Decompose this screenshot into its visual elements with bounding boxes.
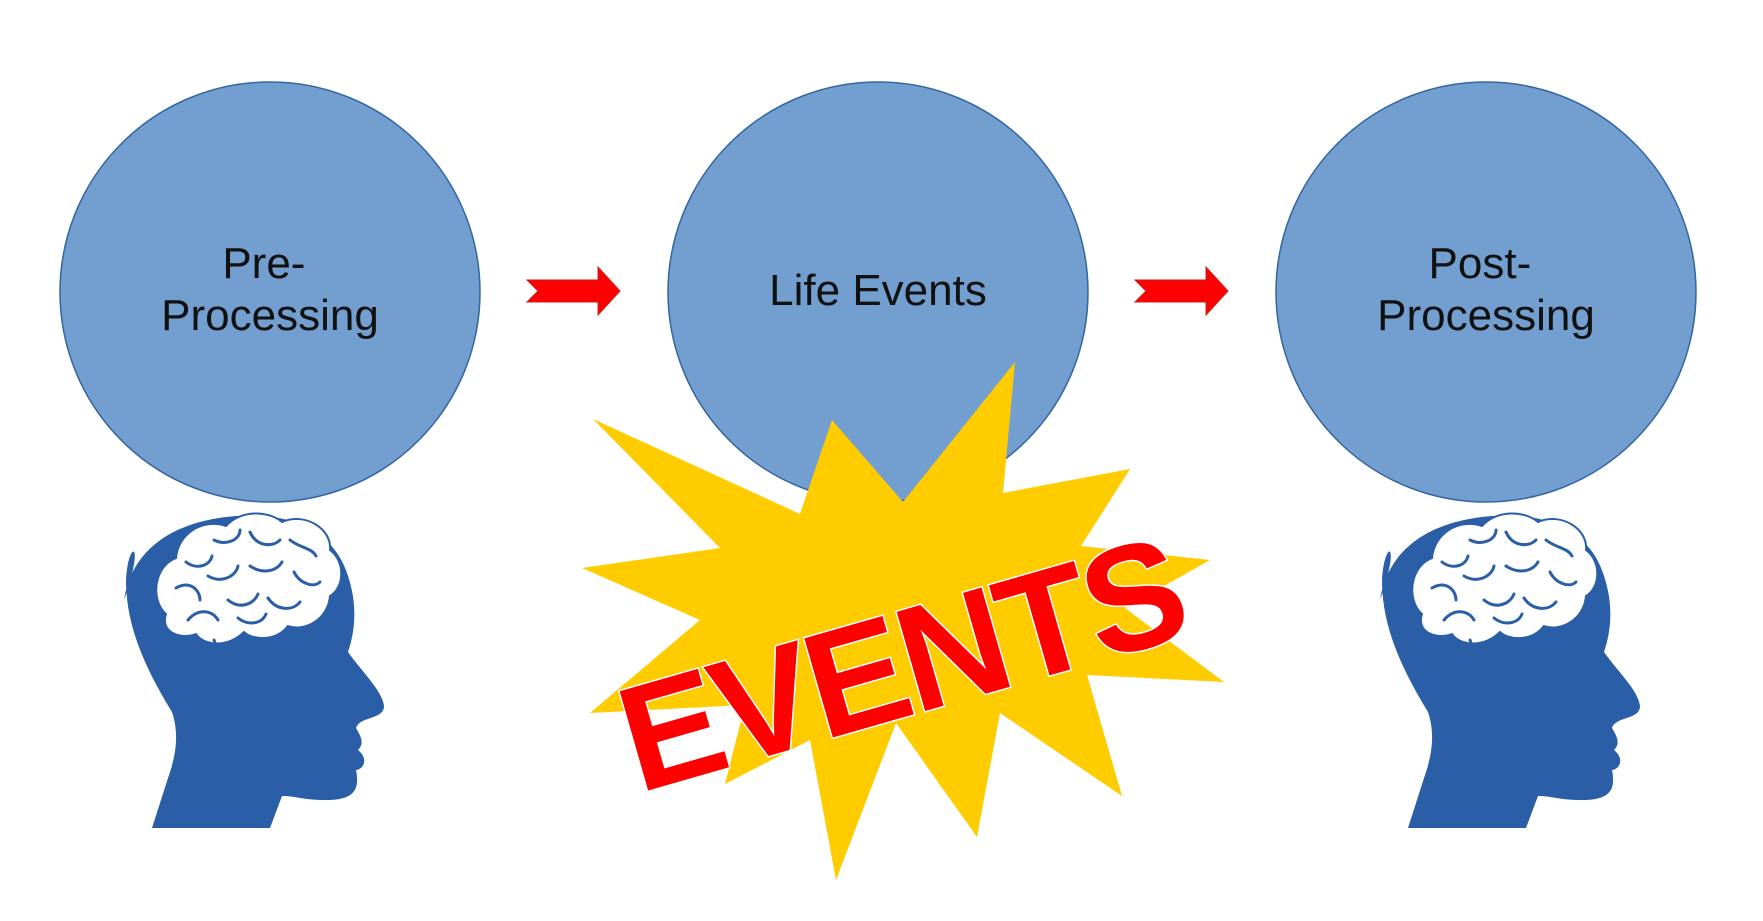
brain-folds [174, 528, 322, 708]
node-circle-pre-processing [59, 81, 481, 503]
head-brain-icon [1380, 512, 1640, 828]
node-circle-post-processing [1275, 81, 1697, 503]
head-brain-icon [124, 512, 384, 828]
node-label-line: Processing [161, 291, 379, 340]
node-label-pre-processing: Pre- Processing [161, 239, 379, 340]
node-label-line: Processing [1377, 291, 1595, 340]
node-label-line: Post- [1429, 239, 1532, 288]
node-label-post-processing: Post- Processing [1377, 239, 1595, 340]
explosion-burst-icon [582, 362, 1224, 880]
arrow-right-icon [1133, 265, 1229, 317]
arrow-right-icon [525, 265, 621, 317]
node-label-line: Pre- [222, 239, 305, 288]
node-label-line: Life Events [769, 266, 987, 315]
node-label-life-events: Life Events [769, 266, 987, 315]
brain-folds [1430, 528, 1578, 708]
